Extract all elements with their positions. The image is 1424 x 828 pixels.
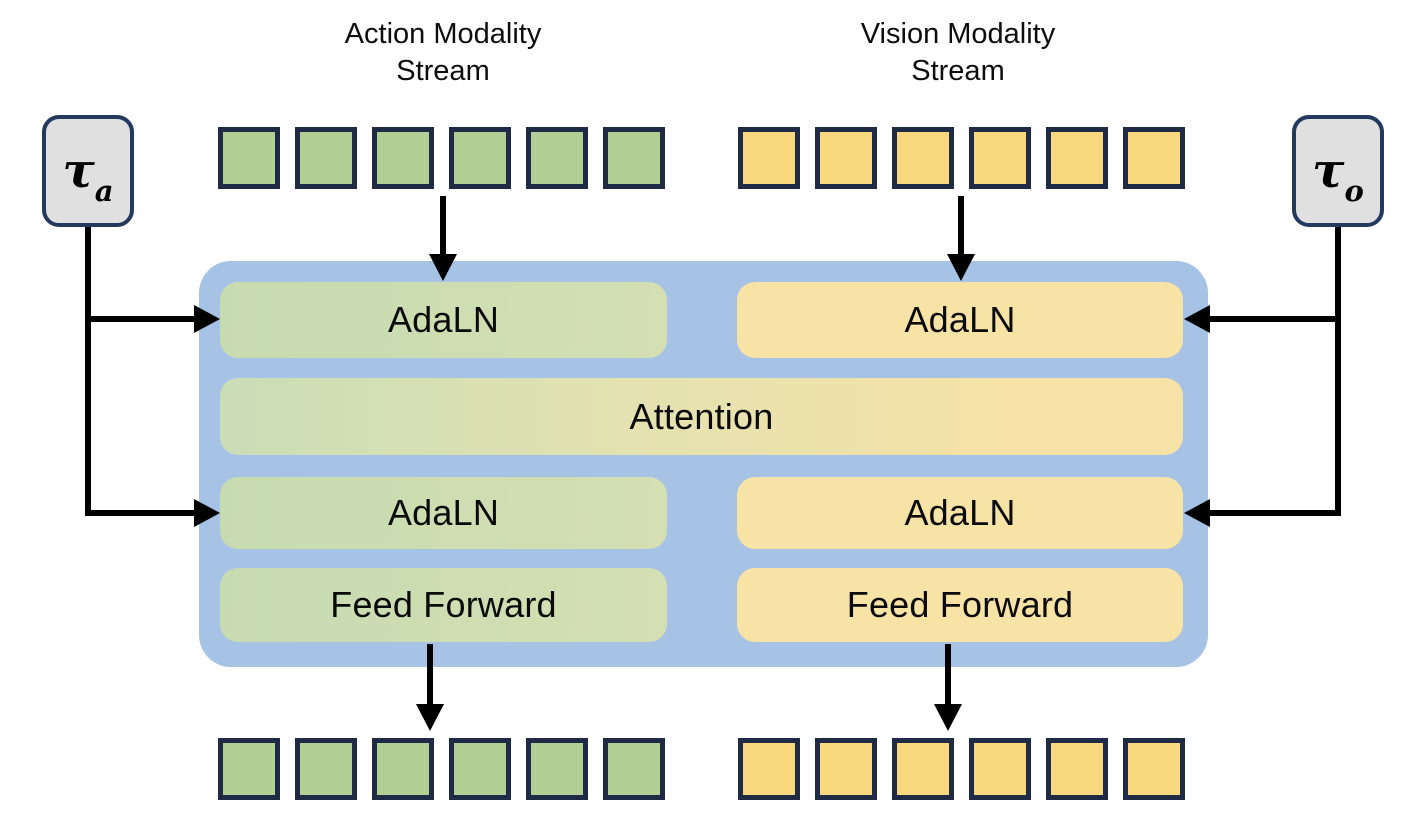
token (1046, 127, 1108, 189)
tau-vision-subscript: o (1344, 173, 1364, 208)
token (295, 738, 357, 800)
token (218, 738, 280, 800)
token (372, 127, 434, 189)
action-output-token-row (218, 738, 665, 800)
token (449, 738, 511, 800)
tau-action-subscript: a (94, 173, 114, 208)
vision-stream-title: Vision Modality Stream (860, 18, 1056, 87)
adaln-vision-top-block: AdaLN (737, 282, 1183, 358)
action-stream-title: Action Modality Stream (344, 18, 542, 87)
token (969, 127, 1031, 189)
token (969, 738, 1031, 800)
action-input-token-row (218, 127, 665, 189)
token (815, 738, 877, 800)
tau-action-symbol: τ (62, 143, 95, 199)
token (1046, 738, 1108, 800)
tau-vision-symbol: τ (1312, 143, 1345, 199)
token (372, 738, 434, 800)
token (892, 127, 954, 189)
token (892, 738, 954, 800)
adaln-vision-bottom-block: AdaLN (737, 477, 1183, 549)
token (603, 738, 665, 800)
token (295, 127, 357, 189)
adaln-action-bottom-block: AdaLN (220, 477, 667, 549)
token (1123, 738, 1185, 800)
attention-block: Attention (220, 378, 1183, 455)
feed-forward-vision-block: Feed Forward (737, 568, 1183, 642)
token (603, 127, 665, 189)
token (526, 738, 588, 800)
token (738, 127, 800, 189)
token (449, 127, 511, 189)
feed-forward-action-block: Feed Forward (220, 568, 667, 642)
token (815, 127, 877, 189)
vision-output-token-row (738, 738, 1185, 800)
adaln-action-top-block: AdaLN (220, 282, 667, 358)
token (1123, 127, 1185, 189)
token (738, 738, 800, 800)
vision-input-token-row (738, 127, 1185, 189)
token (526, 127, 588, 189)
token (218, 127, 280, 189)
